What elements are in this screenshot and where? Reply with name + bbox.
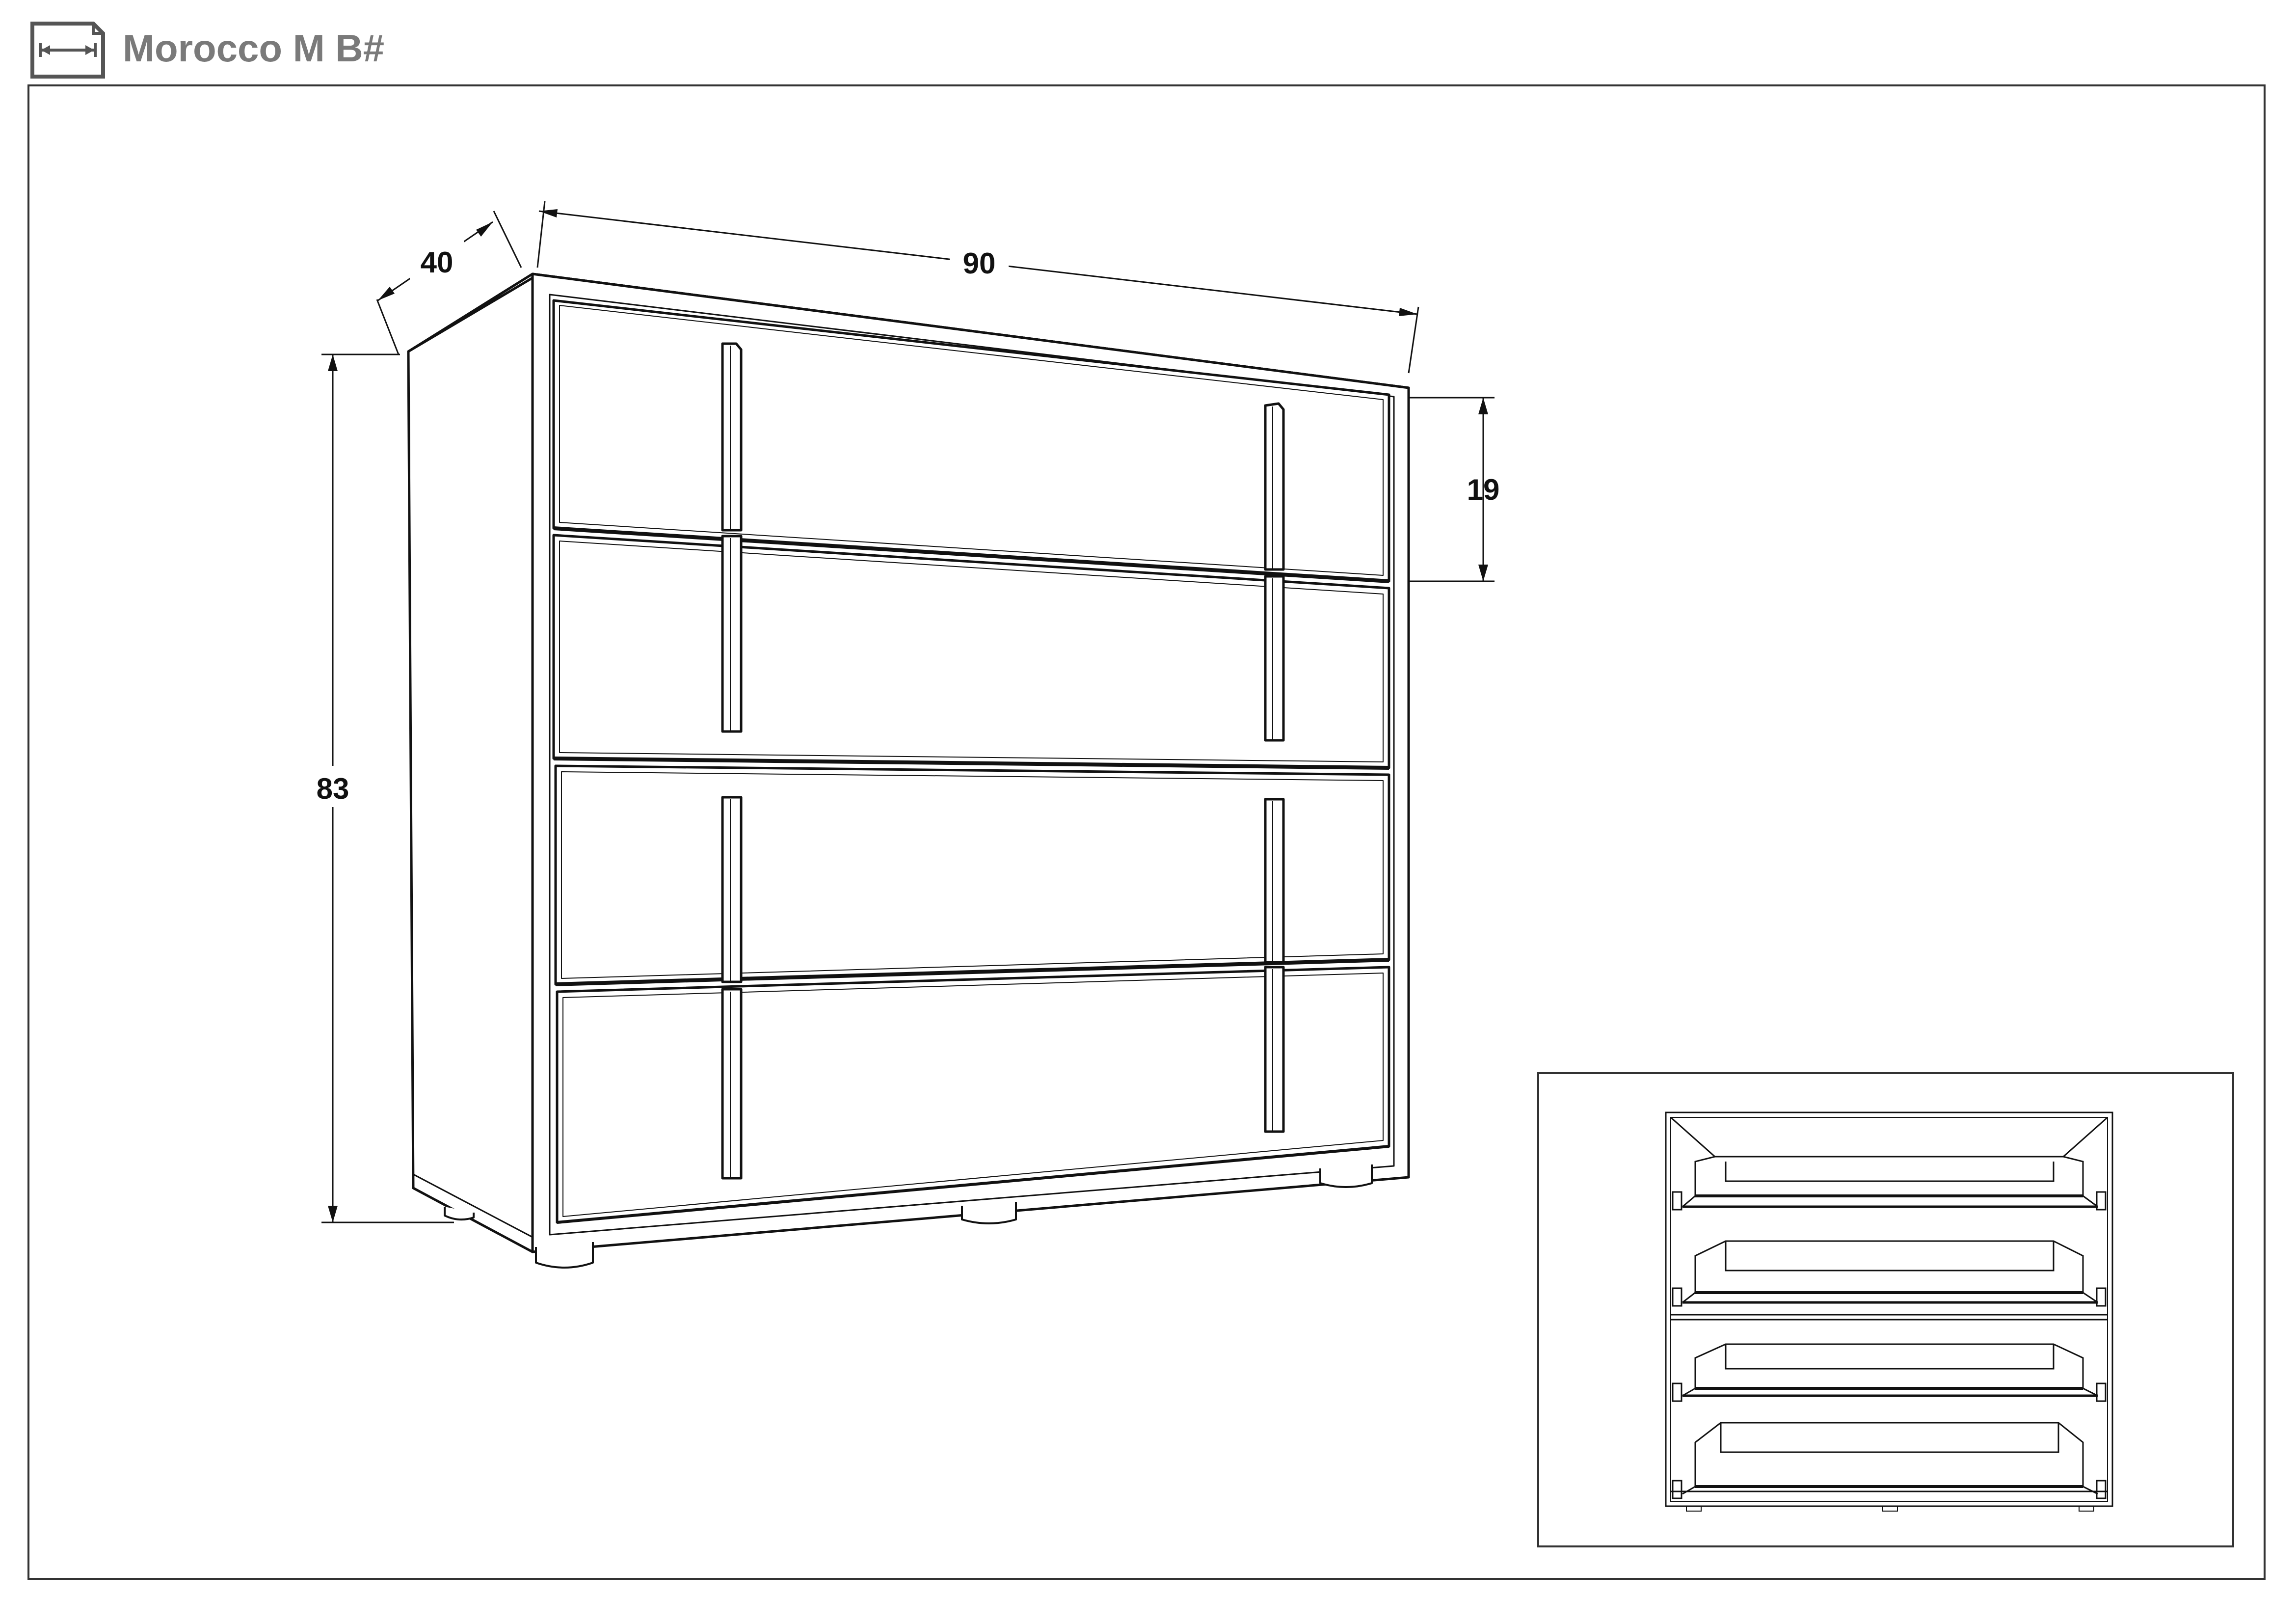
feet: [444, 1164, 1373, 1269]
drawer-3: [554, 764, 1390, 993]
foot-back-right: [1319, 1164, 1373, 1188]
page-title: Morocco M B#: [123, 27, 385, 70]
dimensions-icon: [29, 21, 106, 80]
foot-back-left: [444, 1207, 475, 1221]
inner-drawer-3: [1682, 1343, 2098, 1397]
drawer-height-label: 19: [1467, 473, 1500, 506]
depth-label: 40: [421, 246, 454, 279]
drawing-frame: [27, 84, 2266, 1580]
handle-right-1: [1264, 402, 1285, 571]
dimension-arrows: [328, 209, 1488, 1222]
drawer-2: [552, 534, 1390, 776]
handle-right-3: [1264, 798, 1285, 964]
foot-front-center: [961, 1202, 1017, 1224]
foot-front-left: [535, 1242, 594, 1269]
handle-left-4: [721, 988, 743, 1180]
internal-drawers-drawing: [1665, 1111, 2113, 1512]
inset-feet: [1686, 1506, 2094, 1512]
internal-view-inset: [1537, 1072, 2234, 1547]
handle-left-1: [721, 342, 743, 532]
drawer-runners: [1672, 1191, 2107, 1499]
drawer-handles: [721, 342, 1285, 1180]
drawer-4: [556, 966, 1390, 1224]
handle-right-4: [1264, 966, 1285, 1133]
handle-left-2: [721, 535, 743, 733]
handle-left-3: [721, 796, 743, 983]
handle-right-2: [1264, 575, 1285, 742]
inner-drawer-4: [1682, 1422, 2098, 1495]
drawer-1: [552, 299, 1390, 589]
inner-drawer-1: [1682, 1156, 2098, 1208]
width-label: 90: [963, 247, 996, 280]
side-panel: [407, 272, 534, 1253]
inner-drawer-2: [1682, 1240, 2098, 1304]
height-label: 83: [317, 772, 349, 805]
